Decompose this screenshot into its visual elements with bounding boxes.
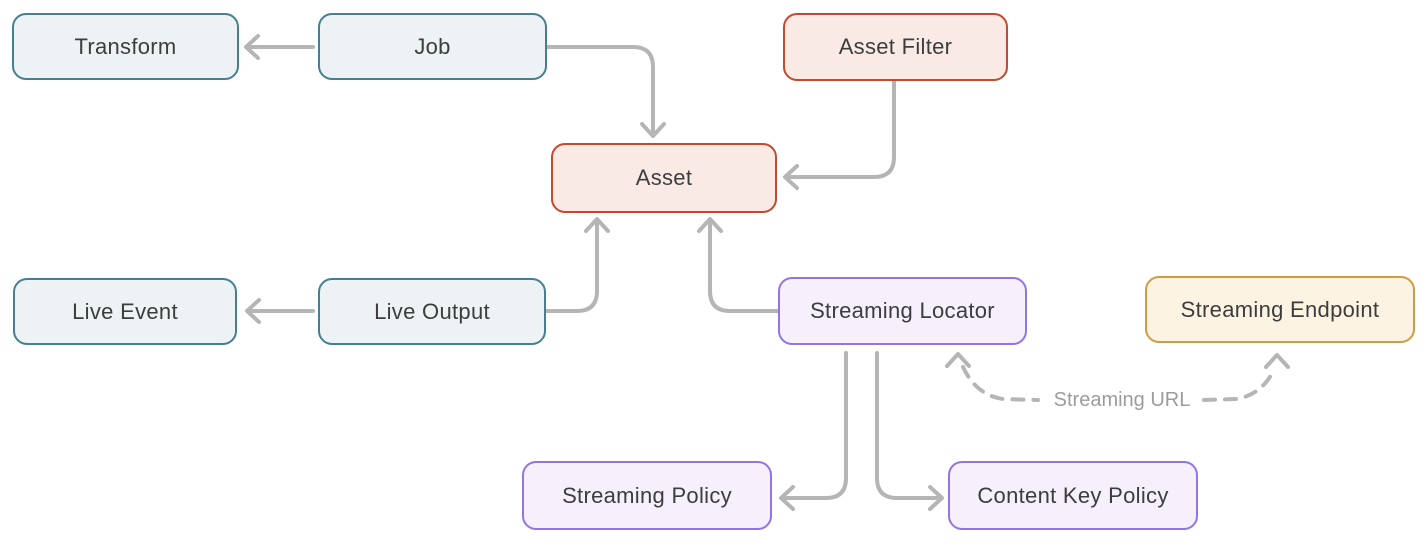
node-live-output-label: Live Output — [374, 298, 490, 324]
node-asset: Asset — [551, 143, 777, 213]
edge-job-transform-arrowhead — [244, 34, 260, 60]
node-live-event: Live Event — [13, 278, 237, 345]
node-streaming-locator: Streaming Locator — [778, 277, 1027, 345]
node-transform: Transform — [12, 13, 239, 80]
node-job-label: Job — [414, 33, 451, 59]
node-transform-label: Transform — [74, 33, 177, 59]
node-streaming-endpoint: Streaming Endpoint — [1145, 276, 1415, 343]
edge-streaming-url-locator-arrowhead — [945, 352, 971, 368]
node-live-event-label: Live Event — [72, 298, 178, 324]
node-streaming-locator-label: Streaming Locator — [810, 298, 995, 323]
edge-asset-filter-asset — [786, 79, 896, 179]
node-asset-filter-label: Asset Filter — [838, 34, 953, 59]
edge-live-output-asset-arrowhead — [584, 217, 610, 233]
edge-streaming-locator-streaming-policy — [783, 351, 848, 500]
edge-streaming-url-endpoint — [1202, 367, 1276, 402]
node-streaming-policy: Streaming Policy — [522, 461, 772, 530]
edge-streaming-locator-asset — [708, 221, 780, 313]
edge-streaming-locator-streaming-policy-arrowhead — [779, 485, 795, 511]
node-streaming-endpoint-label: Streaming Endpoint — [1180, 296, 1380, 322]
edge-live-output-live-event-arrowhead — [245, 298, 261, 324]
streaming-url-label: Streaming URL — [1053, 389, 1191, 411]
edge-streaming-locator-asset-arrowhead — [697, 217, 723, 233]
edge-streaming-locator-content-key-policy — [875, 351, 940, 500]
edge-asset-filter-asset-arrowhead — [783, 164, 799, 190]
node-streaming-policy-label: Streaming Policy — [562, 482, 732, 508]
node-content-key-policy: Content Key Policy — [948, 461, 1198, 530]
edge-job-asset — [545, 45, 655, 135]
node-live-output: Live Output — [318, 278, 546, 345]
node-content-key-policy-label: Content Key Policy — [977, 482, 1169, 508]
edge-streaming-locator-content-key-policy-arrowhead — [928, 485, 944, 511]
edge-live-output-asset — [544, 221, 599, 313]
node-job: Job — [318, 13, 547, 80]
edge-streaming-url-endpoint-arrowhead — [1264, 353, 1290, 369]
node-asset-filter: Asset Filter — [783, 13, 1008, 81]
edge-job-asset-arrowhead — [640, 122, 666, 138]
node-asset-label: Asset — [635, 165, 693, 190]
edge-streaming-url-locator — [961, 365, 1040, 402]
